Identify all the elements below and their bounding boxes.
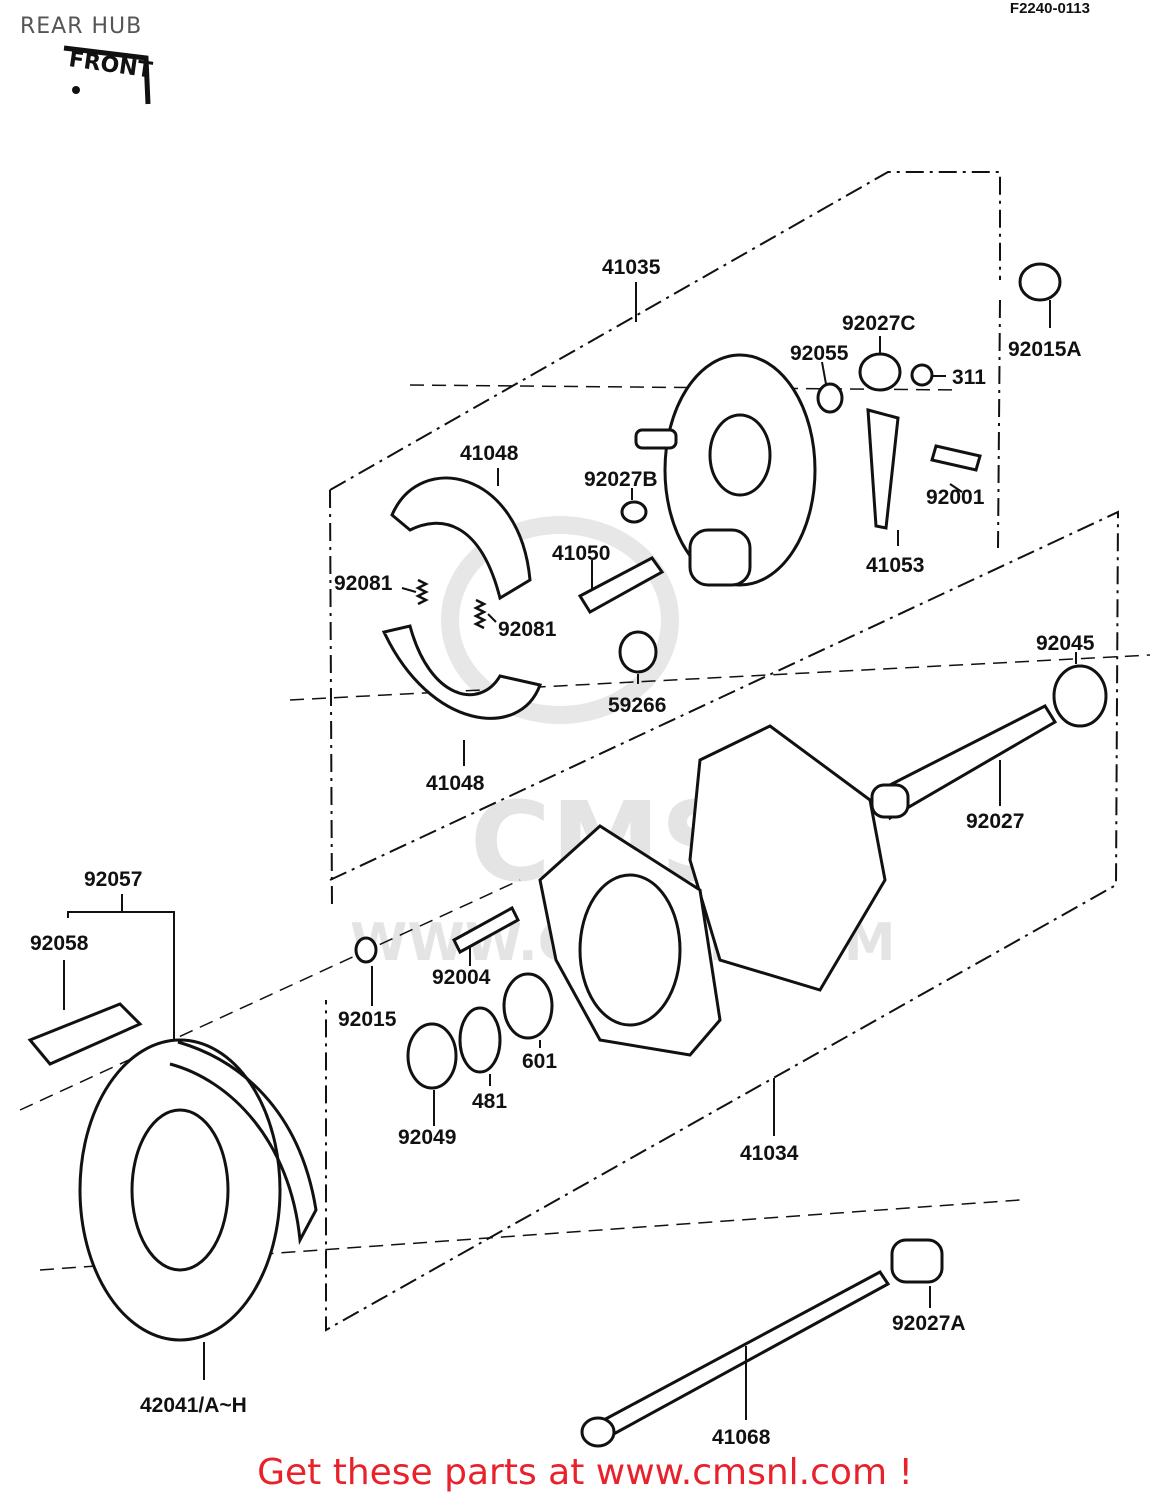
panel-outlines xyxy=(325,171,1120,1332)
bearing-and-seals-part xyxy=(354,905,554,1090)
label-41050: 41050 xyxy=(552,542,610,565)
brake-shoes-part xyxy=(381,476,542,720)
label-41034: 41034 xyxy=(740,1142,799,1165)
label-92081-right: 92081 xyxy=(498,618,557,641)
front-direction-badge: FRONT xyxy=(63,45,154,105)
label-41035: 41035 xyxy=(602,256,661,279)
label-481: 481 xyxy=(472,1090,507,1113)
springs-part xyxy=(415,578,487,630)
wheel-hub-part xyxy=(538,724,887,1057)
brake-panel-part xyxy=(634,353,817,587)
label-601: 601 xyxy=(522,1050,557,1073)
label-92058: 92058 xyxy=(30,932,89,955)
footer-shop-link[interactable]: Get these parts at www.cmsnl.com ! xyxy=(257,1452,913,1493)
label-92027A: 92027A xyxy=(892,1312,966,1335)
axle-part xyxy=(580,1238,944,1448)
label-41053: 41053 xyxy=(866,554,924,577)
label-92045: 92045 xyxy=(1036,632,1095,655)
label-92015A: 92015A xyxy=(1008,338,1082,361)
label-92004: 92004 xyxy=(432,966,491,989)
label-42041: 42041/A~H xyxy=(140,1394,247,1417)
diagram-code: F2240-0113 xyxy=(1009,0,1090,17)
cam-and-seals-part xyxy=(577,262,1062,674)
label-41068: 41068 xyxy=(712,1426,771,1449)
label-92001: 92001 xyxy=(926,486,985,509)
label-92027: 92027 xyxy=(966,810,1024,833)
axle-sleeve-part xyxy=(870,664,1108,821)
leader-lines xyxy=(63,282,1077,1420)
label-92049: 92049 xyxy=(398,1126,456,1149)
label-92015: 92015 xyxy=(338,1008,397,1031)
part-labels: 41035 92015A 92027C 92055 311 41048 9202… xyxy=(30,256,1095,1449)
label-92027B: 92027B xyxy=(584,468,658,491)
label-92057: 92057 xyxy=(84,868,142,891)
label-311: 311 xyxy=(952,366,986,389)
label-92055: 92055 xyxy=(790,342,849,365)
drive-chain-part xyxy=(27,1002,318,1246)
label-92081-left: 92081 xyxy=(334,572,393,595)
sprocket-part xyxy=(78,1038,282,1342)
page-title: REAR HUB xyxy=(20,14,143,39)
label-92027C: 92027C xyxy=(842,312,916,335)
label-59266: 59266 xyxy=(608,694,666,717)
label-41048-top: 41048 xyxy=(460,442,519,465)
label-41048-bottom: 41048 xyxy=(426,772,485,795)
